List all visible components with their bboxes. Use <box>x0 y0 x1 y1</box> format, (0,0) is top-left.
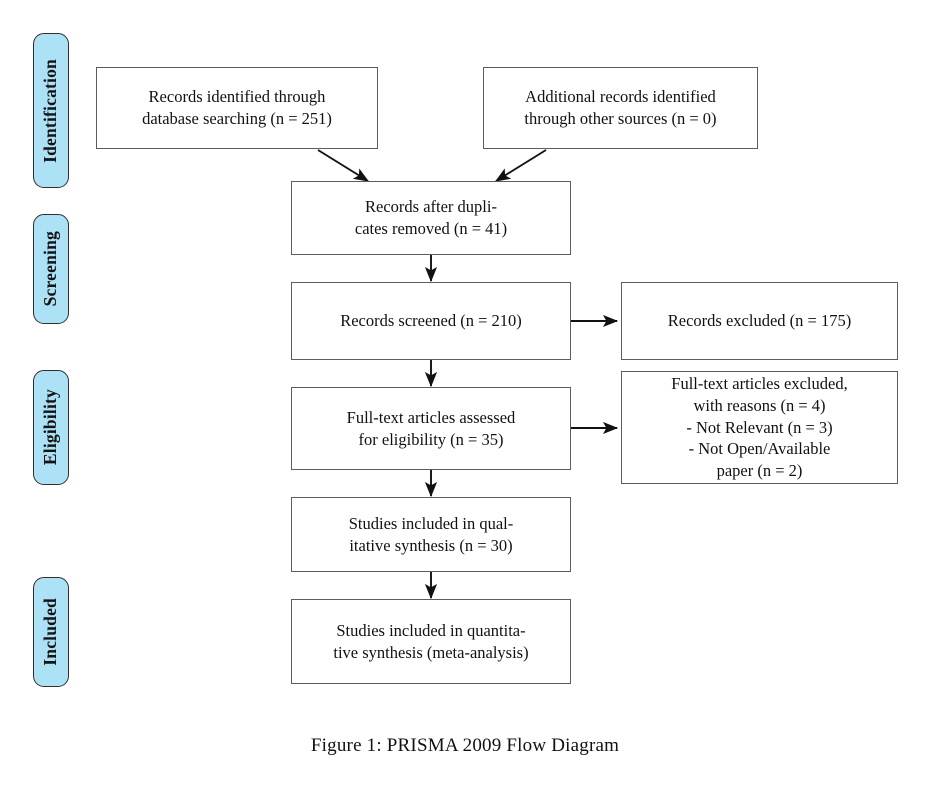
stage-label-included-text: Included <box>40 598 61 666</box>
node-studies-quantitative-text: Studies included in quantita- tive synth… <box>333 620 529 662</box>
node-records-identified-database-text: Records identified through database sear… <box>142 87 332 128</box>
node-records-identified-other: Additional records identified through ot… <box>483 67 758 149</box>
stage-label-screening: Screening <box>33 214 69 324</box>
node-studies-qualitative-text: Studies included in qual- itative synthe… <box>348 513 514 555</box>
node-records-after-duplicates-text: Records after dupli- cates removed (n = … <box>354 197 508 238</box>
node-studies-quantitative: Studies included in quantita- tive synth… <box>291 599 571 684</box>
node-records-identified-other-text: Additional records identified through ot… <box>524 87 717 128</box>
node-records-excluded: Records excluded (n = 175) <box>621 282 898 360</box>
stage-label-eligibility-text: Eligibility <box>40 389 61 466</box>
edge-database-to-duplicates <box>317 149 369 182</box>
edge-other-to-duplicates <box>495 149 547 182</box>
node-fulltext-assessed: Full-text articles assessed for eligibil… <box>291 387 571 470</box>
node-records-after-duplicates: Records after dupli- cates removed (n = … <box>291 181 571 255</box>
node-records-excluded-text: Records excluded (n = 175) <box>667 311 852 331</box>
node-records-screened: Records screened (n = 210) <box>291 282 571 360</box>
node-fulltext-excluded: Full-text articles excluded, with reason… <box>621 371 898 484</box>
node-fulltext-excluded-text: Full-text articles excluded, with reason… <box>671 373 848 481</box>
stage-label-included: Included <box>33 577 69 687</box>
node-studies-qualitative: Studies included in qual- itative synthe… <box>291 497 571 572</box>
figure-caption: Figure 1: PRISMA 2009 Flow Diagram <box>310 735 620 756</box>
node-records-identified-database: Records identified through database sear… <box>96 67 378 149</box>
stage-label-screening-text: Screening <box>40 231 61 307</box>
stage-label-identification-text: Identification <box>40 58 61 163</box>
stage-label-identification: Identification <box>33 33 69 188</box>
stage-label-eligibility: Eligibility <box>33 370 69 485</box>
node-fulltext-assessed-text: Full-text articles assessed for eligibil… <box>346 407 516 449</box>
node-records-screened-text: Records screened (n = 210) <box>340 311 522 331</box>
